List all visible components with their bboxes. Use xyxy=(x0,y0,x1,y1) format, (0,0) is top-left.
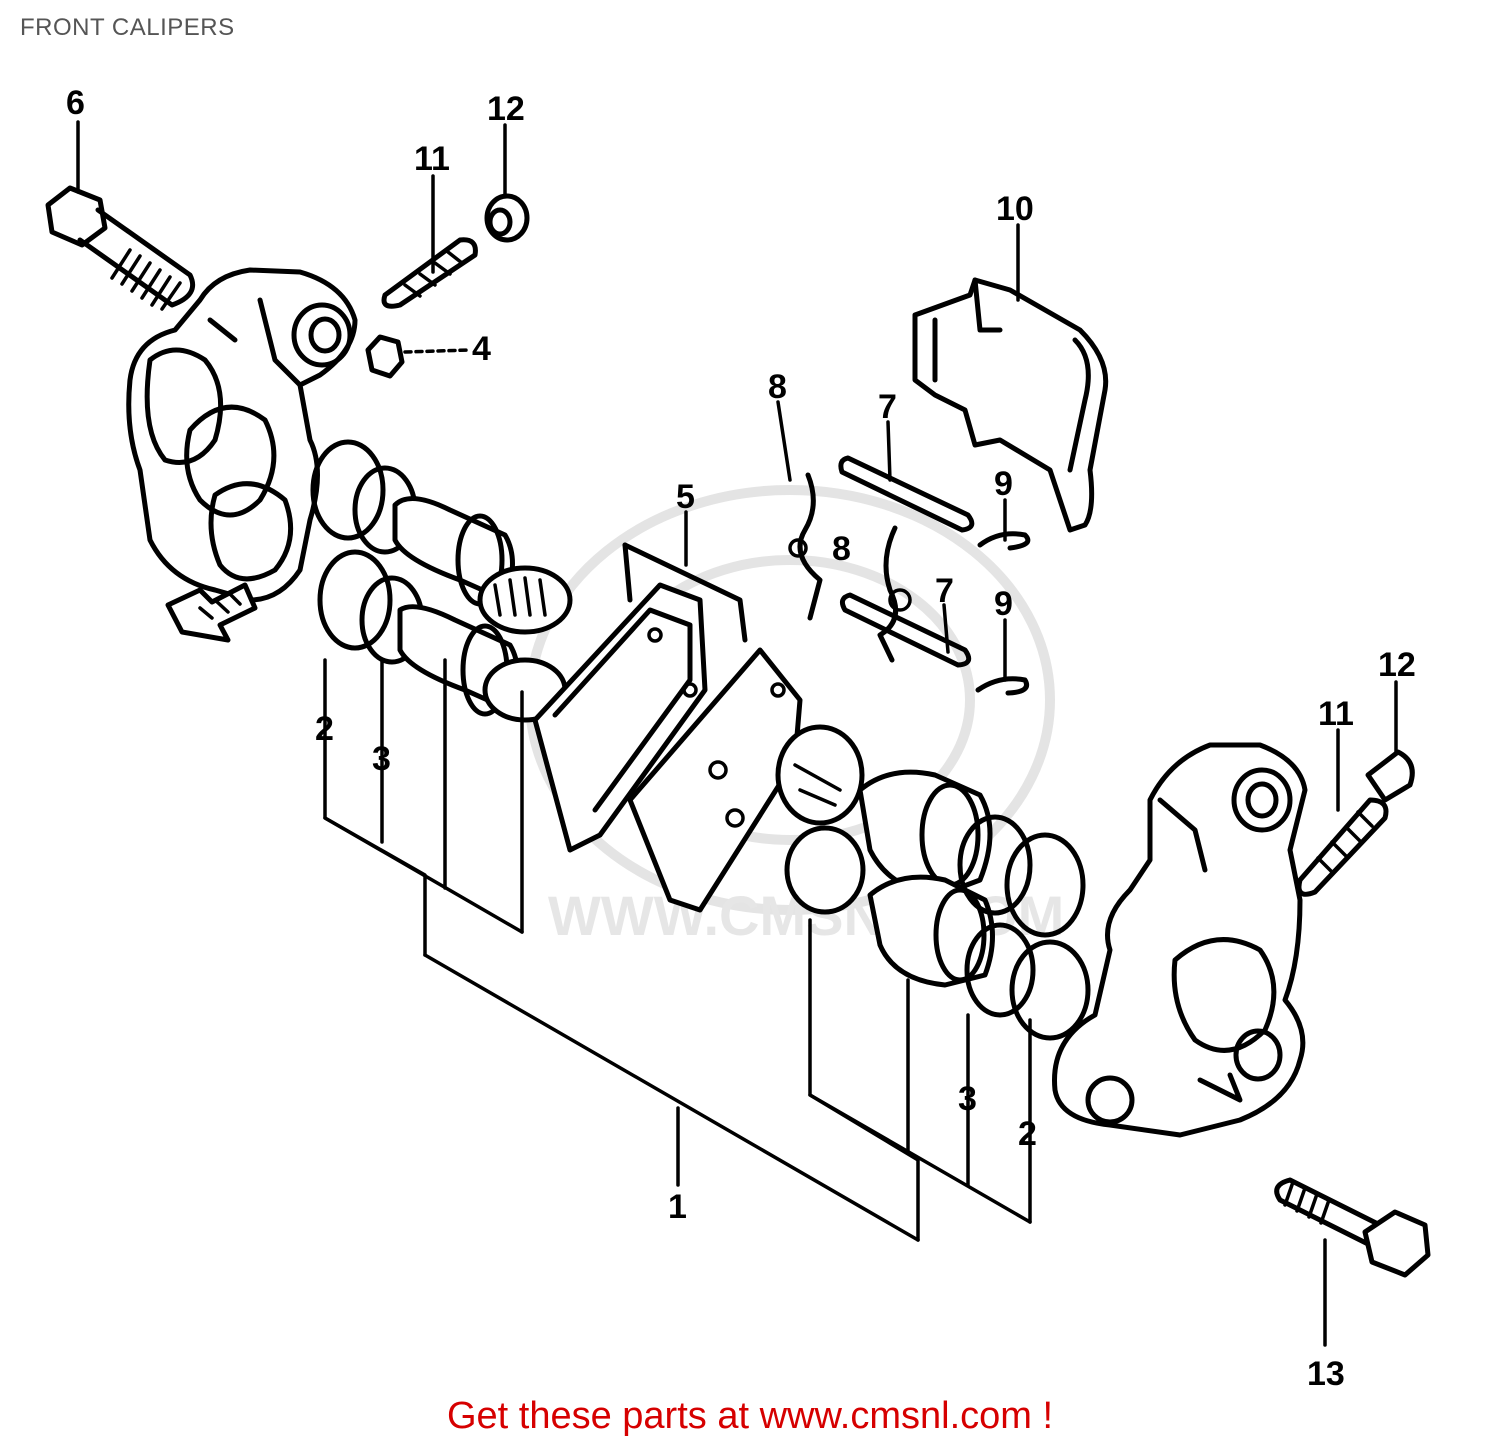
callout-3-right: 3 xyxy=(958,1080,977,1118)
spring-clip-8-bottom xyxy=(877,525,912,663)
nut-4 xyxy=(365,334,472,379)
callout-11-right: 11 xyxy=(1318,695,1354,733)
callout-9-top: 9 xyxy=(994,465,1013,503)
cap-12-left xyxy=(484,193,530,243)
bleed-screw-11-right xyxy=(1296,797,1389,897)
pistons-right xyxy=(857,769,995,988)
callout-6: 6 xyxy=(66,84,85,122)
shim-5 xyxy=(622,542,748,643)
callout-12-left: 12 xyxy=(487,90,525,128)
piston-boots-right xyxy=(775,724,866,915)
page-title: FRONT CALIPERS xyxy=(20,14,235,41)
callout-12-right: 12 xyxy=(1378,646,1416,684)
callout-11-left: 11 xyxy=(414,140,450,178)
callout-1: 1 xyxy=(668,1188,687,1226)
brake-pad-left xyxy=(532,582,803,913)
callout-7-top: 7 xyxy=(878,388,897,426)
pad-cover-10 xyxy=(912,277,1109,533)
spring-clip-8-top xyxy=(788,472,823,621)
callout-7-bottom: 7 xyxy=(935,572,954,610)
bolt-6 xyxy=(45,185,196,311)
callout-10: 10 xyxy=(996,190,1034,228)
pin-7-bottom xyxy=(839,592,972,668)
bleed-screw-11-left xyxy=(381,237,478,309)
cap-12-right xyxy=(1365,749,1415,803)
bolt-13 xyxy=(1274,1177,1431,1278)
callout-4: 4 xyxy=(472,330,491,368)
footer-link-text[interactable]: Get these parts at www.cmsnl.com ! xyxy=(446,1395,1054,1437)
callout-8-bottom: 8 xyxy=(832,530,851,568)
piston-seals-right xyxy=(957,814,1091,1041)
callout-labels: 6 11 12 4 10 8 7 9 5 8 7 9 2 3 11 12 3 2… xyxy=(66,84,1416,1393)
caliper-body-right xyxy=(1052,742,1308,1138)
clip-9-bottom xyxy=(975,676,1030,696)
callout-2-right: 2 xyxy=(1018,1115,1037,1153)
callout-3-left: 3 xyxy=(372,740,391,778)
caliper-body-left xyxy=(126,267,358,603)
forward-arrow-icon xyxy=(165,582,258,643)
callout-5: 5 xyxy=(676,478,695,516)
callout-13: 13 xyxy=(1307,1355,1345,1393)
leader-lines xyxy=(76,120,1398,1347)
callout-8-top: 8 xyxy=(768,368,787,406)
pistons-left xyxy=(392,496,573,723)
clip-9-top xyxy=(977,531,1031,551)
callout-2-left: 2 xyxy=(315,710,334,748)
pin-7-top xyxy=(838,455,975,533)
callout-9-bottom: 9 xyxy=(994,585,1013,623)
